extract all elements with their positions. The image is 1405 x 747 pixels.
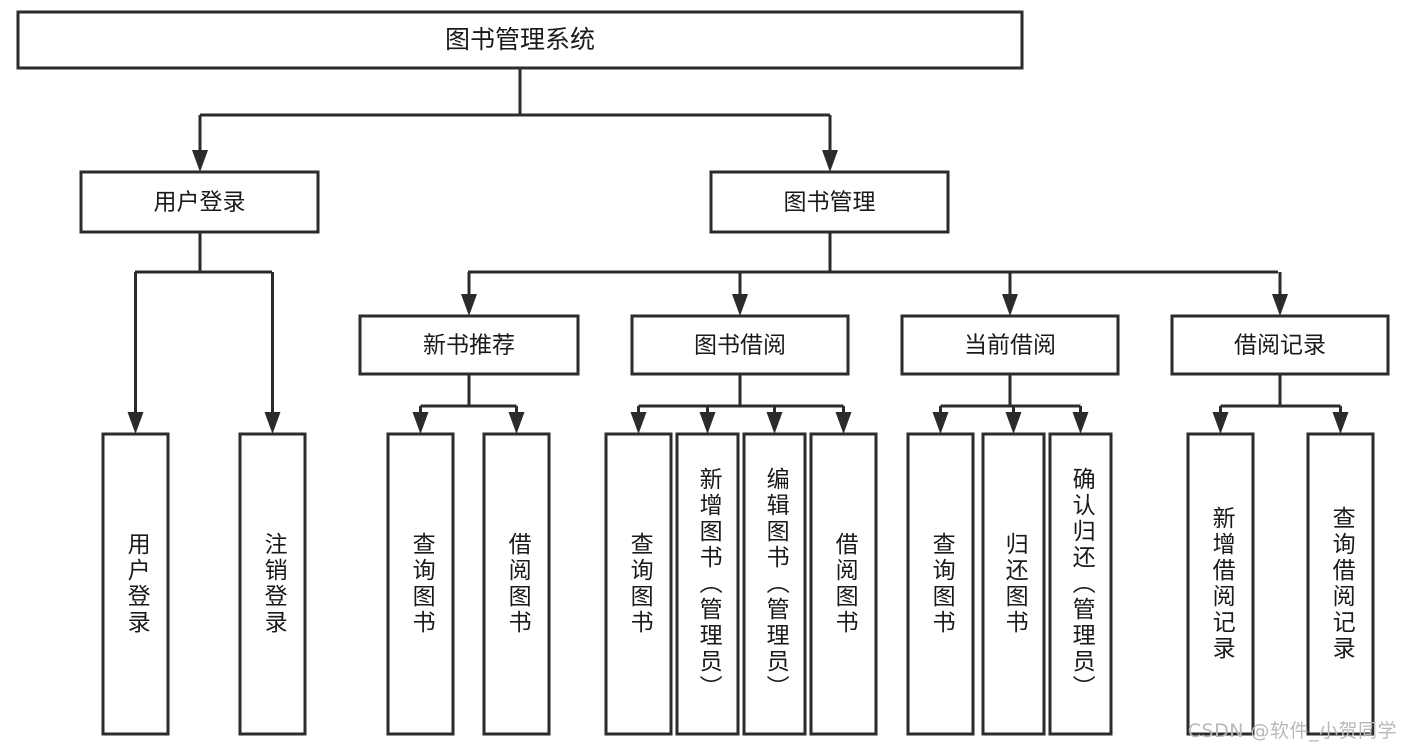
leaf-confirm-return-box[interactable] bbox=[1048, 432, 1113, 736]
leaf-arrow-new-book-recommend-1 bbox=[508, 412, 525, 434]
level3-new-book-recommend-box[interactable] bbox=[358, 314, 580, 376]
watermark-text: CSDN @软件_小贺同学 bbox=[1187, 720, 1397, 742]
leaf-arrow-current-borrow-2 bbox=[1072, 412, 1089, 434]
leaf-query-book-2-box[interactable] bbox=[604, 432, 673, 736]
root-node-label: 图书管理系统 bbox=[445, 25, 595, 54]
leaf-query-record-box[interactable] bbox=[1306, 432, 1375, 736]
leaf-arrow-book-borrow-0 bbox=[630, 412, 647, 434]
root-arrow-1 bbox=[822, 150, 838, 172]
level3-borrow-record-box[interactable] bbox=[1170, 314, 1390, 376]
level3-arrow-2 bbox=[1002, 294, 1018, 316]
leaf-arrow-book-borrow-1 bbox=[699, 412, 716, 434]
leaf-arrow-current-borrow-0 bbox=[932, 412, 949, 434]
leaf-add-book-box[interactable] bbox=[675, 432, 740, 736]
leaf-borrow-book-1-box[interactable] bbox=[482, 432, 551, 736]
level2-user-login-box[interactable] bbox=[79, 170, 320, 234]
leaf-add-record-box[interactable] bbox=[1186, 432, 1255, 736]
level3-borrow-record-label: 借阅记录 bbox=[1234, 333, 1326, 359]
leaf-query-book-3-box[interactable] bbox=[906, 432, 975, 736]
leaf-arrow-borrow-record-1 bbox=[1332, 412, 1349, 434]
leaf-arrow-book-borrow-3 bbox=[835, 412, 852, 434]
leaf-arrow-borrow-record-0 bbox=[1212, 412, 1229, 434]
root-arrow-0 bbox=[192, 150, 208, 172]
level3-new-book-recommend-label: 新书推荐 bbox=[423, 333, 515, 359]
level3-current-borrow-box[interactable] bbox=[900, 314, 1120, 376]
leaf-arrow-current-borrow-1 bbox=[1005, 412, 1022, 434]
level3-book-borrow-label: 图书借阅 bbox=[694, 333, 786, 359]
leaf-arrow-new-book-recommend-0 bbox=[412, 412, 429, 434]
node-box-layer bbox=[16, 10, 1390, 736]
level3-arrow-3 bbox=[1272, 294, 1288, 316]
level3-arrow-0 bbox=[461, 294, 477, 316]
level3-current-borrow-label: 当前借阅 bbox=[964, 333, 1056, 359]
leaf-arrow-user-login-1 bbox=[264, 412, 281, 434]
level2-user-login-label: 用户登录 bbox=[154, 190, 246, 216]
level2-book-manage-box[interactable] bbox=[709, 170, 950, 234]
leaf-arrow-user-login-0 bbox=[127, 412, 144, 434]
root-node-box[interactable] bbox=[16, 10, 1024, 70]
leaf-user-login-box[interactable] bbox=[101, 432, 170, 736]
leaf-logout-box[interactable] bbox=[238, 432, 307, 736]
leaf-edit-book-box[interactable] bbox=[742, 432, 807, 736]
leaf-query-book-1-box[interactable] bbox=[386, 432, 455, 736]
level2-book-manage-label: 图书管理 bbox=[784, 190, 876, 216]
level3-book-borrow-box[interactable] bbox=[630, 314, 850, 376]
leaf-borrow-book-2-box[interactable] bbox=[809, 432, 878, 736]
connector-layer bbox=[127, 68, 1349, 434]
level3-arrow-1 bbox=[732, 294, 748, 316]
leaf-return-book-box[interactable] bbox=[981, 432, 1046, 736]
leaf-arrow-book-borrow-2 bbox=[766, 412, 783, 434]
